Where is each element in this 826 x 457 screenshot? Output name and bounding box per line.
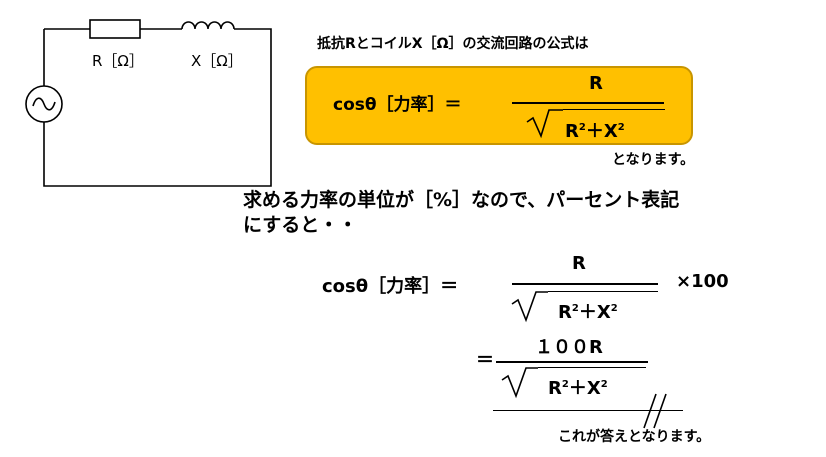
formula2-denom-r: R <box>558 302 572 323</box>
formula3-numerator: １００R <box>535 337 603 358</box>
formula3-exp-x: 2 <box>600 379 608 390</box>
resistor-label: R［Ω］ <box>92 52 144 70</box>
formula2-denominator: R2＋X2 <box>558 298 618 324</box>
formula1-denom-x: ＋X <box>585 121 618 142</box>
formula3-denominator: R2＋X2 <box>548 374 608 400</box>
circuit-diagram <box>25 19 272 187</box>
resistor-symbol <box>89 19 141 39</box>
formula3-equals: ＝ <box>476 350 494 371</box>
intro-text: 抵抗RとコイルX［Ω］の交流回路の公式は <box>317 36 589 52</box>
formula3-denom-r: R <box>548 378 562 399</box>
formula1-exp-x: 2 <box>617 122 625 133</box>
formula3-fraction-bar <box>496 361 648 363</box>
formula1-exp-r: 2 <box>578 122 586 133</box>
heading-line-2: にすると・・ <box>243 214 358 236</box>
formula2-denom-x: ＋X <box>578 302 611 323</box>
formula-highlight-box: cosθ［力率］＝ R R2＋X2 <box>305 66 693 145</box>
formula2-sqrt-bar <box>548 291 658 292</box>
formula3-sqrt-bar <box>538 367 646 368</box>
note-text: となります。 <box>612 152 695 168</box>
formula2-multiplier: ×100 <box>676 271 729 292</box>
answer-double-slash-mark <box>643 393 667 429</box>
formula2-sqrt-sign <box>511 291 548 323</box>
coil-symbol <box>181 21 235 30</box>
formula2-lhs: cosθ［力率］＝ <box>322 276 459 297</box>
formula1-sqrt-sign <box>526 109 563 139</box>
formula2-exp-x: 2 <box>610 303 618 314</box>
answer-text: これが答えとなります。 <box>558 429 711 445</box>
formula3-denom-x: ＋X <box>568 378 601 399</box>
circuit-wire <box>43 28 272 187</box>
formula1-lhs: cosθ［力率］＝ <box>333 95 462 115</box>
heading-text: 求める力率の単位が［%］なので、パーセント表記 にすると・・ <box>243 188 679 238</box>
formula1-sqrt-bar <box>563 109 665 110</box>
formula3-sqrt-sign <box>501 367 538 399</box>
formula2-fraction-bar <box>512 283 658 285</box>
formula1-numerator: R <box>589 73 603 94</box>
formula1-denom-r: R <box>565 121 579 142</box>
formula2-numerator: R <box>572 253 586 274</box>
formula2-exp-r: 2 <box>571 303 579 314</box>
formula3-exp-r: 2 <box>561 379 569 390</box>
formula1-denominator: R2＋X2 <box>565 117 625 143</box>
ac-source-symbol <box>25 85 63 123</box>
ac-wave <box>32 97 56 111</box>
coil-label: X［Ω］ <box>191 52 243 70</box>
answer-underline <box>493 410 683 411</box>
heading-line-1: 求める力率の単位が［%］なので、パーセント表記 <box>243 189 680 211</box>
formula1-fraction-bar <box>512 102 664 104</box>
